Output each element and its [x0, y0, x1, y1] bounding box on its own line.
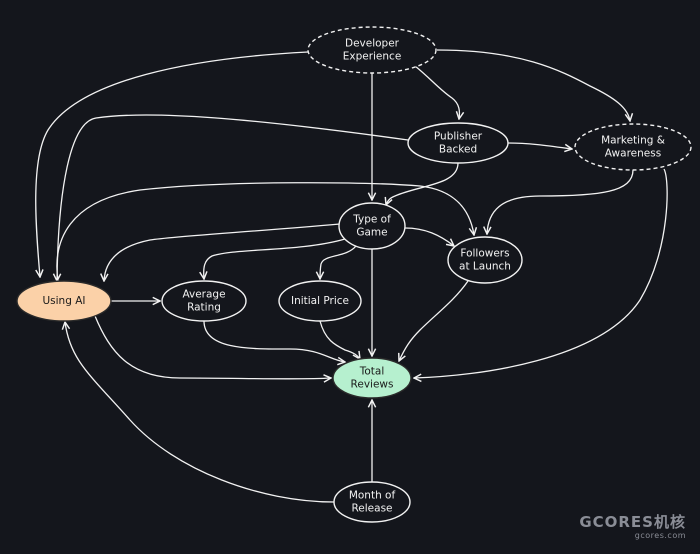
edge-using-ai-to-followers-at-launch — [56, 182, 474, 282]
edge-publisher-backed-to-marketing-awareness — [507, 142, 572, 149]
edge-type-of-game-to-followers-at-launch — [404, 227, 454, 246]
node-developer-experience-label: Developer — [345, 38, 400, 50]
node-marketing-awareness-label: Awareness — [605, 148, 661, 160]
edge-month-of-release-to-using-ai — [65, 322, 335, 503]
node-total-reviews-label: Total — [359, 366, 385, 378]
edge-using-ai-to-total-reviews — [94, 315, 331, 379]
node-using-ai: Using AI — [16, 280, 112, 322]
edge-developer-experience-to-publisher-backed — [414, 65, 459, 119]
node-initial-price: Initial Price — [278, 280, 362, 322]
node-average-rating-label: Average — [182, 289, 225, 301]
edge-developer-experience-to-marketing-awareness — [436, 49, 630, 121]
edge-type-of-game-to-initial-price — [320, 245, 357, 279]
watermark-url: gcores.com — [634, 531, 686, 540]
edge-type-of-game-to-average-rating — [204, 238, 346, 279]
edge-publisher-backed-to-using-ai — [57, 114, 409, 281]
edge-marketing-awareness-to-total-reviews — [414, 168, 668, 378]
gcores-watermark: GCORES机核 gcores.com — [579, 515, 686, 540]
node-total-reviews-label: Reviews — [351, 379, 394, 391]
node-total-reviews-ellipse — [332, 357, 412, 399]
node-using-ai-ellipse — [16, 280, 112, 322]
node-developer-experience-ellipse — [307, 26, 437, 74]
node-publisher-backed-label: Backed — [439, 144, 477, 156]
edge-developer-experience-to-using-ai — [35, 51, 309, 277]
node-followers-at-launch-label: at Launch — [459, 261, 511, 273]
edge-initial-price-to-total-reviews — [319, 320, 360, 359]
node-followers-at-launch-label: Followers — [460, 248, 509, 260]
node-type-of-game-ellipse — [338, 202, 406, 250]
node-average-rating-ellipse — [161, 280, 247, 322]
node-month-of-release-ellipse — [333, 481, 411, 523]
node-type-of-game-label: Game — [356, 227, 387, 239]
node-using-ai-label: Using AI — [42, 295, 85, 307]
node-initial-price-ellipse — [278, 280, 362, 322]
watermark-logo-text: GCORES机核 — [579, 513, 686, 531]
node-followers-at-launch-ellipse — [447, 236, 523, 284]
node-average-rating-label: Rating — [187, 302, 221, 314]
node-marketing-awareness: Marketing &Awareness — [574, 123, 692, 171]
edge-marketing-awareness-to-followers-at-launch — [487, 169, 634, 234]
node-month-of-release-label: Release — [351, 503, 392, 515]
edge-type-of-game-to-using-ai — [104, 223, 341, 281]
edge-average-rating-to-total-reviews — [203, 320, 345, 362]
node-month-of-release-label: Month of — [349, 490, 396, 502]
node-type-of-game-label: Type of — [352, 214, 391, 226]
edge-layer — [35, 49, 668, 503]
node-initial-price-label: Initial Price — [291, 295, 349, 307]
node-publisher-backed-ellipse — [407, 122, 509, 164]
edge-publisher-backed-to-type-of-game — [386, 162, 459, 205]
node-marketing-awareness-ellipse — [574, 123, 692, 171]
edge-followers-at-launch-to-total-reviews — [399, 280, 469, 361]
node-publisher-backed-label: Publisher — [434, 131, 483, 143]
node-marketing-awareness-label: Marketing & — [601, 135, 665, 147]
node-developer-experience-label: Experience — [343, 51, 402, 63]
